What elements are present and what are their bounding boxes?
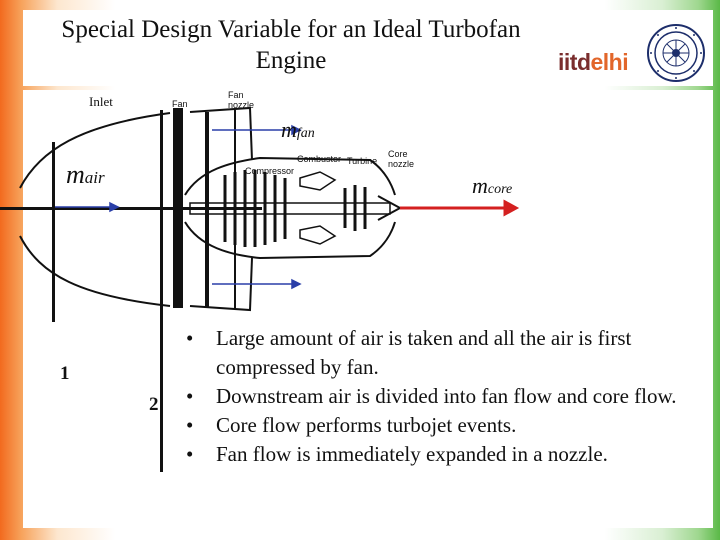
inlet-label: Inlet [89,94,113,109]
combustor-label: Combustor [297,154,342,164]
station-2-plane [160,110,163,472]
slide-title: Special Design Variable for an Ideal Tur… [61,16,521,74]
bullet-item: Large amount of air is taken and all the… [186,324,706,382]
air-flow-arrow [55,201,120,213]
inlet-streamtube-upper [19,112,171,189]
engine-shaft [189,202,391,215]
m-fan-letter: m [281,117,297,142]
station-1-plane [52,142,55,322]
m-air-symbol: mair [66,160,105,190]
core-exit-plug [377,195,403,221]
m-core-letter: m [472,173,488,198]
fan-nozzle-label: Fan nozzle [228,90,255,110]
core-casing-upper [184,156,396,196]
fan-label: Fan [172,99,188,109]
m-air-subscript: air [84,168,105,187]
compressor-stages [223,170,287,247]
core-nozzle-label: Core nozzle [388,149,415,169]
combustor-upper [299,171,337,191]
m-core-subscript: core [487,182,513,197]
inlet-streamtube-lower [19,235,171,307]
m-fan-subscript: fan [296,126,315,141]
fan-exit-guide-vanes [205,112,209,308]
engine-axis [0,207,262,210]
station-1-label: 1 [60,363,70,384]
institute-seal-icon [647,24,705,82]
fan-flow-arrows [212,124,302,290]
bullet-item: Downstream air is divided into fan flow … [186,382,706,411]
station-2-label: 2 [149,394,159,415]
core-flow-arrow [400,199,520,217]
compressor-label: Compressor [245,166,295,176]
core-casing-lower [184,221,396,260]
fan-blade [173,108,183,308]
bullet-item: Fan flow is immediately expanded in a no… [186,440,706,469]
bullet-list: Large amount of air is taken and all the… [186,324,706,469]
m-fan-symbol: mfan [281,117,315,143]
title-panel [23,10,713,86]
turbine-label: Turbine [347,156,378,166]
m-core-symbol: mcore [472,173,512,199]
iitd-logo-text: iitdelhi [558,49,629,76]
combustor-lower [299,225,337,245]
nacelle-lower [189,257,253,312]
nacelle-upper [189,106,253,161]
bullet-item: Core flow performs turbojet events. [186,411,706,440]
logo-part-elhi: elhi [590,49,629,75]
turbine-stages [343,185,367,231]
logo-part-iitd: iitd [558,49,591,75]
m-air-letter: m [66,160,85,189]
